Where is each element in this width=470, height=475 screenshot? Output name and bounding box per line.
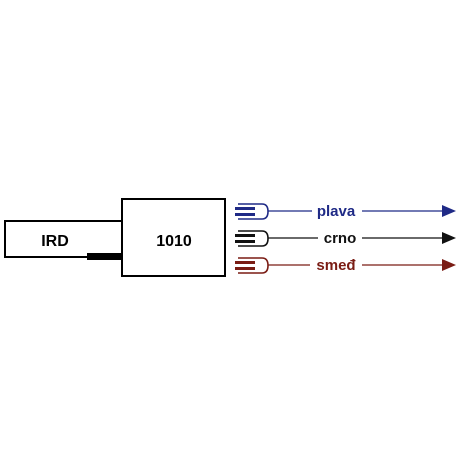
arrowhead-icon bbox=[442, 259, 456, 271]
sensor-cable bbox=[87, 253, 123, 260]
arrowhead-icon bbox=[442, 205, 456, 217]
control-unit-box bbox=[121, 198, 226, 277]
connector-tab-icon bbox=[235, 257, 269, 274]
ird-sensor-label: IRD bbox=[41, 233, 69, 250]
wire-label-black: crno bbox=[324, 230, 357, 247]
connector-tab-icon bbox=[235, 230, 269, 247]
ird-sensor: IRD bbox=[4, 220, 124, 258]
ird-sensor-box bbox=[4, 220, 124, 258]
wire-label-blue: plava bbox=[317, 203, 356, 220]
connector-tab-icon bbox=[235, 203, 269, 220]
control-unit: 1010 bbox=[121, 198, 226, 277]
control-unit-label: 1010 bbox=[156, 233, 192, 250]
wire-blue: plava bbox=[235, 203, 456, 220]
arrowhead-icon bbox=[442, 232, 456, 244]
wire-black: crno bbox=[235, 230, 456, 247]
wire-label-brown: smeđ bbox=[316, 257, 356, 274]
wire-brown: smeđ bbox=[235, 257, 456, 274]
